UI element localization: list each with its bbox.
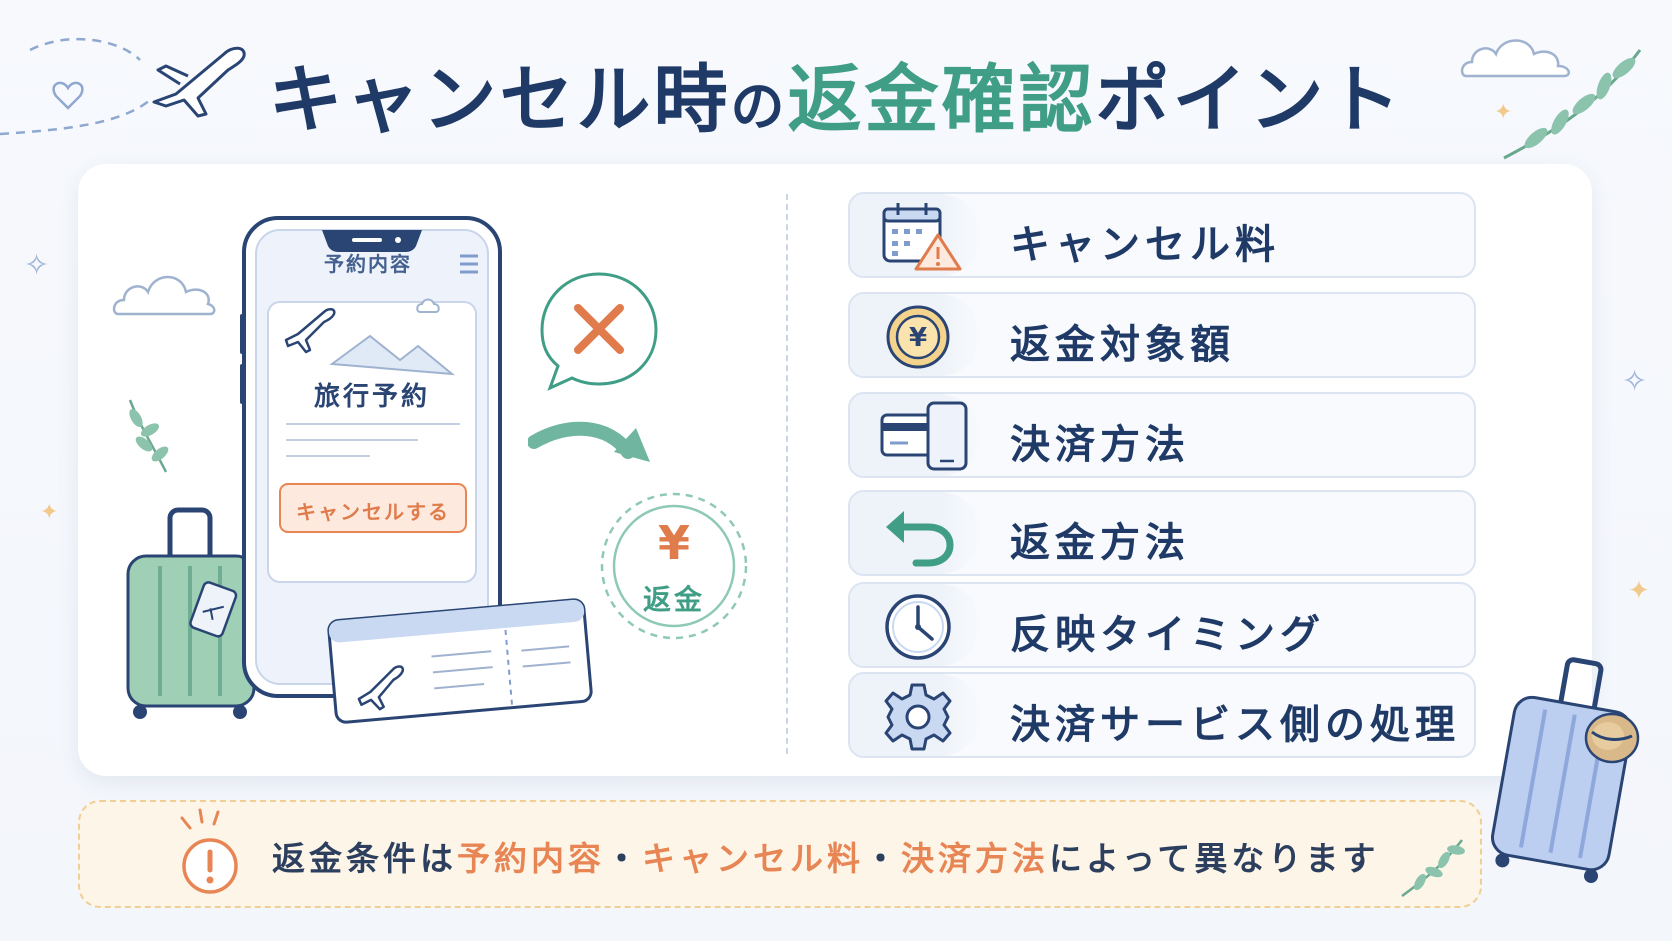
panel-divider bbox=[786, 194, 788, 754]
yen-symbol: ¥ bbox=[657, 516, 690, 570]
refund-label: 返金 bbox=[642, 583, 705, 616]
checkpoint-item-cancel-fee: キャンセル料 bbox=[848, 192, 1476, 278]
suitcase-green-icon bbox=[126, 507, 256, 719]
sparkle-icon: ✦ bbox=[1494, 100, 1513, 125]
leaf-sprig-icon bbox=[128, 399, 169, 473]
leaf-sprig-icon bbox=[1401, 839, 1465, 898]
phone-mockup: 予約内容 旅行予約 キャンセルする bbox=[240, 214, 504, 700]
checkpoint-label: 返金対象額 bbox=[1010, 322, 1235, 368]
checkpoint-item-payment-service: 決済サービス側の処理 bbox=[848, 672, 1476, 758]
gear-icon bbox=[884, 683, 952, 751]
clock-icon bbox=[885, 594, 951, 660]
leaf-branch-icon bbox=[1503, 49, 1642, 160]
refund-note-text: 返金条件は予約内容・キャンセル料・決済方法によって異なります bbox=[272, 839, 1380, 878]
phone-header-text: 予約内容 bbox=[324, 252, 412, 276]
sparkle-icon: ✦ bbox=[1628, 576, 1650, 606]
checkpoint-item-timing: 反映タイミング bbox=[848, 582, 1476, 668]
checkpoint-item-payment-method: 決済方法 bbox=[848, 392, 1476, 478]
checkpoint-label: 決済サービス側の処理 bbox=[1010, 702, 1460, 748]
alert-icon bbox=[180, 808, 238, 894]
airplane-icon bbox=[152, 46, 246, 118]
card-and-phone-icon bbox=[880, 401, 968, 471]
trip-card-title: 旅行予約 bbox=[314, 382, 431, 412]
page-title: キャンセル時の返金確認ポイント bbox=[268, 57, 1404, 143]
plane-ticket-icon bbox=[327, 598, 593, 724]
calendar-warning-icon bbox=[882, 203, 962, 271]
checkpoint-item-refund-method: 返金方法 bbox=[848, 490, 1476, 576]
yen-coin-icon: ¥ bbox=[886, 305, 950, 369]
return-arrow-icon bbox=[886, 511, 954, 567]
refund-circle: ¥ 返金 bbox=[598, 490, 750, 642]
refund-note-banner: 返金条件は予約内容・キャンセル料・決済方法によって異なります bbox=[78, 800, 1482, 908]
sparkle-icon: ✧ bbox=[1622, 364, 1648, 399]
cloud-icon bbox=[112, 275, 216, 316]
svg-text:¥: ¥ bbox=[909, 323, 927, 353]
cloud-icon bbox=[1460, 39, 1571, 78]
suitcase-blue-icon bbox=[1490, 657, 1640, 884]
checkpoint-label: 反映タイミング bbox=[1010, 612, 1325, 658]
plane-path-decoration bbox=[0, 37, 151, 136]
checkpoint-label: 決済方法 bbox=[1010, 422, 1190, 468]
checkpoint-label: 返金方法 bbox=[1010, 520, 1190, 566]
sparkle-icon: ✧ bbox=[24, 248, 50, 283]
cancel-button[interactable]: キャンセルする bbox=[296, 500, 450, 524]
checkpoint-label: キャンセル料 bbox=[1010, 222, 1280, 268]
curved-arrow-icon bbox=[528, 421, 650, 462]
sparkle-icon: ✦ bbox=[40, 500, 59, 525]
cancel-x-bubble-icon bbox=[540, 272, 658, 391]
checkpoint-item-refund-amount: ¥ 返金対象額 bbox=[848, 292, 1476, 378]
